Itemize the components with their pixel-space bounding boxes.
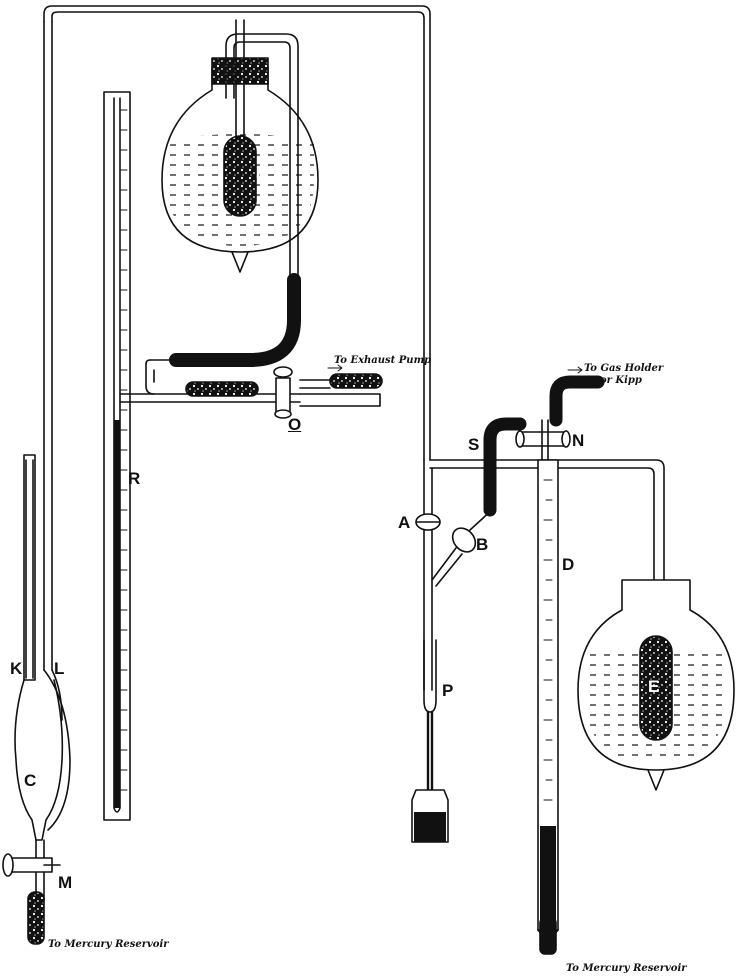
top-connecting-tube xyxy=(43,5,431,461)
label-r: R xyxy=(128,469,141,488)
mercury-hose-right xyxy=(539,917,557,955)
rubber-hose-s xyxy=(483,417,527,517)
label-p: P xyxy=(442,681,454,700)
note-exhaust-pump: To Exhaust Pump xyxy=(334,355,432,366)
tube-p xyxy=(423,639,437,802)
stopcock-b xyxy=(431,507,495,587)
label-a: A xyxy=(398,513,411,532)
bottle xyxy=(411,789,449,843)
label-m: M xyxy=(58,873,73,892)
exhaust-hose xyxy=(329,373,383,389)
stopcock-m xyxy=(2,839,61,901)
label-l: L xyxy=(54,659,65,678)
absorbent-tube-g xyxy=(223,135,257,217)
manometer-scale xyxy=(120,109,128,791)
mercury-hose-left xyxy=(27,891,45,945)
burette-d-scale xyxy=(543,479,553,801)
left-long-tube xyxy=(43,21,53,671)
gas-line-to-n xyxy=(429,459,665,641)
note-mercury-reservoir-right: To Mercury Reservoir xyxy=(566,963,687,974)
note-mercury-reservoir-left: To Mercury Reservoir xyxy=(48,939,169,950)
note-gas-holder-2: or Kipp xyxy=(600,375,642,386)
gas-holder-hose xyxy=(549,375,605,427)
label-c: C xyxy=(24,771,37,790)
absorbent-tube-e xyxy=(639,635,673,741)
manometer-mercury xyxy=(114,420,120,808)
bulb-c xyxy=(14,669,71,841)
burette-d-mercury xyxy=(540,826,556,928)
label-e: E xyxy=(648,677,660,696)
stopcock-o xyxy=(273,366,381,419)
label-n: N xyxy=(572,431,585,450)
label-b: B xyxy=(476,535,489,554)
rubber-hose-g xyxy=(169,273,301,367)
rubber-hose-o xyxy=(185,381,259,397)
label-s: S xyxy=(468,435,480,454)
label-k: K xyxy=(10,659,23,678)
gas-holder-arrow xyxy=(567,366,583,374)
label-g: G xyxy=(256,167,270,186)
label-o: O xyxy=(288,415,302,434)
stopcock-n xyxy=(515,419,571,461)
flask-g-stopper xyxy=(211,57,269,85)
flask-g-inner-tubes xyxy=(225,19,299,281)
hose-g-end xyxy=(145,359,177,365)
note-gas-holder-1: To Gas Holder xyxy=(584,363,664,374)
burette-k xyxy=(23,454,36,681)
label-d: D xyxy=(562,555,575,574)
exhaust-arrow xyxy=(327,364,343,372)
